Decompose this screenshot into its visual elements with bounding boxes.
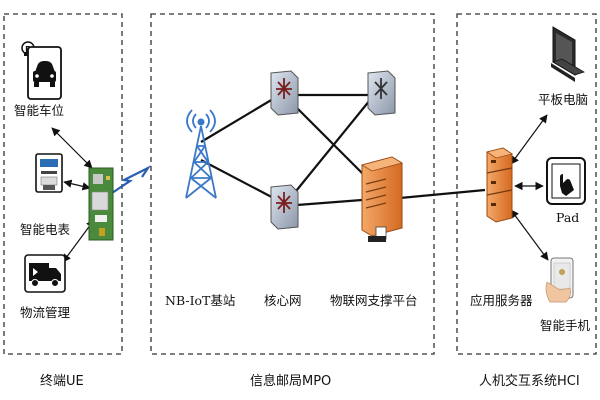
nbiot-module-icon bbox=[88, 167, 114, 241]
app-server-icon bbox=[486, 147, 513, 223]
arrow-parking-module bbox=[51, 127, 93, 169]
router-top-left bbox=[270, 70, 299, 116]
ue-arrows bbox=[51, 127, 95, 263]
arrow-server-phone bbox=[510, 209, 549, 261]
arrow-server-tablet bbox=[510, 114, 548, 165]
section-title-hci: 人机交互系统HCI bbox=[479, 373, 580, 389]
laptop-icon bbox=[551, 26, 585, 82]
ue-section-box bbox=[3, 13, 123, 355]
smartphone-icon bbox=[545, 257, 574, 303]
tablet-icon bbox=[546, 157, 586, 205]
label-smart-parking: 智能车位 bbox=[14, 103, 64, 118]
delivery-truck-icon bbox=[24, 254, 66, 293]
label-smartphone: 智能手机 bbox=[540, 318, 591, 333]
network-links bbox=[200, 92, 486, 207]
link-platform-appserver bbox=[399, 188, 486, 200]
link-cross-2 bbox=[291, 99, 371, 197]
section-title-mpo: 信息邮局MPO bbox=[250, 373, 331, 389]
link-tower-router-bottom bbox=[200, 159, 284, 204]
server-icon bbox=[360, 156, 404, 242]
label-iot-platform: 物联网支撑平台 bbox=[330, 293, 418, 308]
router-bottom-left bbox=[270, 184, 299, 230]
router-top-right bbox=[367, 70, 396, 116]
car-parking-icon: P bbox=[21, 41, 62, 100]
router-icon bbox=[270, 70, 396, 230]
link-tower-router-top bbox=[200, 92, 284, 143]
label-logistics: 物流管理 bbox=[20, 305, 71, 320]
arrow-meter-module bbox=[63, 179, 91, 191]
label-core-network: 核心网 bbox=[264, 293, 302, 308]
cell-tower-icon bbox=[185, 109, 217, 199]
label-nbiot-station: NB-IoT基站 bbox=[165, 293, 235, 308]
label-pad: Pad bbox=[556, 210, 579, 225]
wireless-signal-bolt bbox=[111, 165, 152, 194]
mpo-section-box bbox=[150, 13, 435, 355]
label-tablet: 平板电脑 bbox=[538, 92, 588, 107]
section-title-ue: 终端UE bbox=[40, 373, 84, 389]
link-router-bottom-server bbox=[296, 198, 363, 207]
label-app-server: 应用服务器 bbox=[470, 293, 533, 308]
electric-meter-icon bbox=[35, 153, 63, 193]
link-cross-1 bbox=[291, 102, 368, 179]
label-smart-meter: 智能电表 bbox=[20, 222, 71, 237]
hci-section-box bbox=[456, 13, 597, 355]
hci-arrows bbox=[510, 114, 549, 261]
